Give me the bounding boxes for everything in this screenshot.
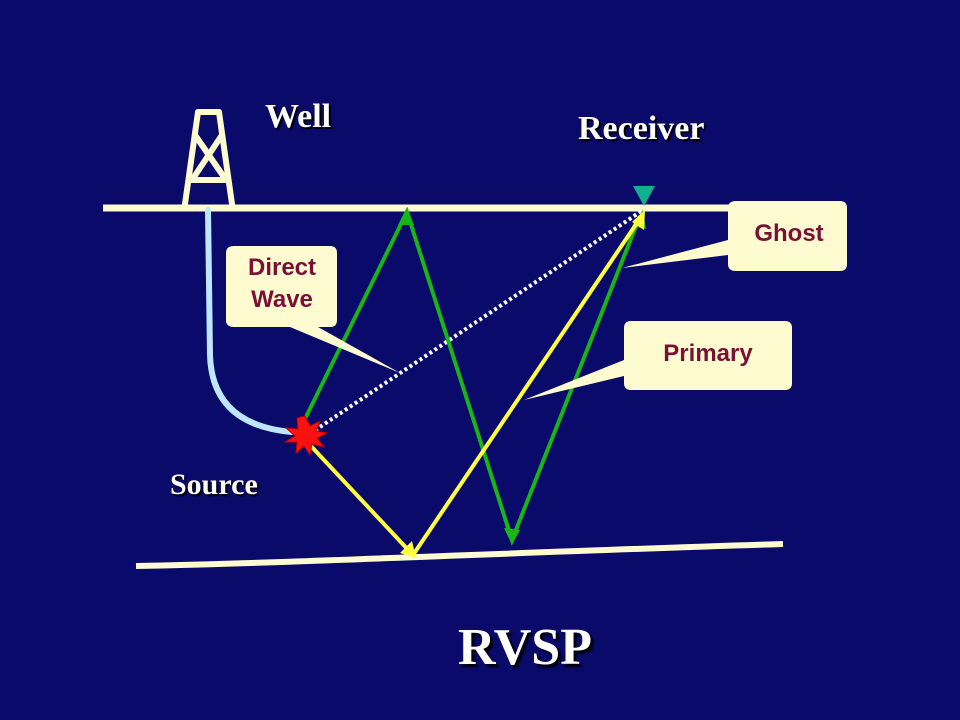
source-label: Source	[170, 468, 258, 501]
wellbore	[205, 207, 295, 435]
direct-wave-callout-text: Direct Wave	[232, 252, 332, 316]
callout-direct-wave	[226, 246, 400, 373]
primary-arrowhead-receiver	[632, 210, 645, 230]
derrick-icon	[182, 109, 235, 207]
ghost-callout-text: Ghost	[754, 220, 824, 247]
diagram-title: RVSP	[458, 619, 592, 676]
explosion-icon	[283, 415, 329, 457]
receiver-triangle-icon	[633, 186, 655, 206]
callout-ghost	[622, 201, 847, 271]
direct-wave-line-1: Direct	[247, 254, 317, 281]
primary-arrowhead-reflector	[400, 541, 416, 558]
direct-wave-line-2: Wave	[251, 286, 313, 313]
primary-callout-text: Primary	[663, 340, 753, 367]
primary-ray	[308, 210, 645, 559]
ghost-arrowhead-down	[504, 528, 520, 545]
receiver-label: Receiver	[578, 110, 705, 147]
ghost-arrowhead-up	[398, 207, 414, 225]
callout-primary	[524, 321, 792, 400]
reflector-line	[135, 541, 784, 569]
direct-wave-ray	[303, 208, 645, 439]
well-label: Well	[265, 98, 332, 135]
